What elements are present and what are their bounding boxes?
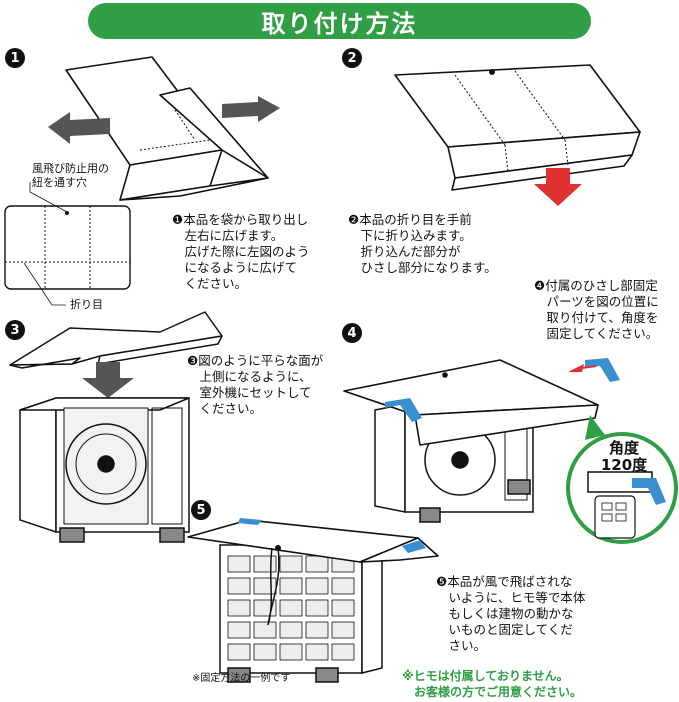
page-title: 取り付け方法 — [261, 9, 418, 38]
step4-fixing-part — [385, 358, 620, 422]
angle-label: 角度 120度 — [600, 439, 648, 474]
step-5-badge: 5 — [191, 500, 211, 520]
step1-arrow-left — [48, 112, 110, 144]
step3-outdoor-unit — [19, 396, 190, 543]
wind-hole-label: 風飛び防止用の 紐を通す穴 — [32, 162, 109, 189]
step2-sheet — [394, 64, 641, 191]
step-5-instructions: ❺本品が風で飛ばされな いように、ヒモ等で本体 もしくは建物の動かな いものと固… — [436, 574, 586, 653]
step2-arrow-down — [534, 168, 582, 206]
step-4-instructions: ❹付属のひさし部固定 パーツを図の位置に 取り付けて、角度を 固定してください。 — [534, 278, 659, 341]
step5-sheet — [187, 518, 439, 563]
fold-line-label: 折り目 — [70, 298, 103, 311]
step1-arrow-right — [222, 96, 280, 122]
step-3-instructions: ❸図のように平らな面が 上側になるように、 室外機にセットして ください。 — [187, 353, 324, 416]
string-note: ※ヒモは付属しておりません。 お客様の方でご用意ください。 — [402, 669, 583, 699]
title-banner: 取り付け方法 — [88, 3, 591, 39]
step1-sheet — [65, 56, 269, 201]
step3-arrow-down — [82, 362, 134, 398]
example-note: ※固定方法の一例です — [192, 673, 291, 684]
step-2-instructions: ❷本品の折り目を手前 下に折り込みます。 折り込んだ部分が ひさし部分になります… — [348, 212, 497, 275]
angle-callout — [566, 415, 678, 544]
step5-string — [267, 545, 281, 626]
step-1-instructions: ❶本品を袋から取り出し 左右に広げます。 広げた際に左図のよう になるように広げ… — [172, 212, 310, 291]
step-4-badge: 4 — [342, 323, 362, 343]
step3-sheet — [9, 311, 223, 369]
step-3-badge: 3 — [5, 320, 25, 340]
step1-flat-sheet — [4, 182, 131, 306]
step-2-badge: 2 — [342, 48, 362, 68]
step-1-badge: 1 — [5, 48, 25, 68]
